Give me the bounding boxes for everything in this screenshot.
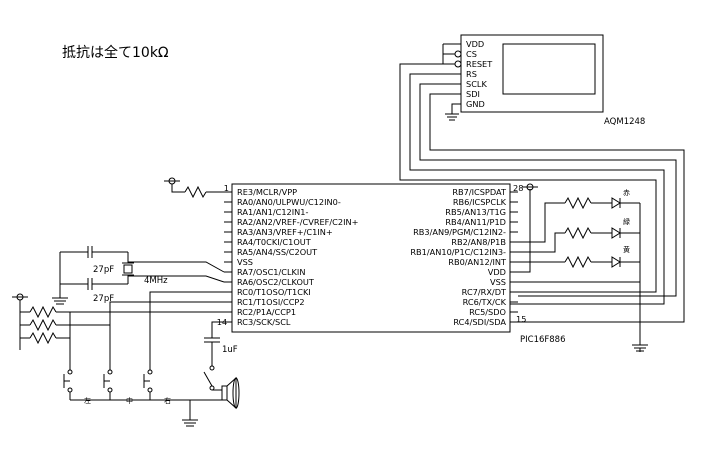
pin-label-left: RA0/AN0/ULPWU/C12IN0- (237, 197, 341, 207)
pin-label-left: RC2/P1A/CCP1 (237, 307, 296, 317)
pin-label-left: RA5/AN4/SS/C2OUT (237, 247, 318, 257)
resistor-note: 抵抗は全て10kΩ (62, 44, 169, 61)
led-resistor (564, 226, 592, 240)
button-resistor (29, 331, 57, 345)
pin-label-left: RA7/OSC1/CLKIN (237, 267, 305, 277)
pin1-number: 1 (224, 183, 229, 193)
speaker-body (221, 385, 228, 401)
oscillator: 27pF 27pF 4MHz (52, 246, 225, 305)
reset-bubble (454, 60, 462, 68)
led-diode (611, 197, 621, 209)
pic-left-labels: RE3/MCLR/VPP RA0/AN0/ULPWU/C12IN0- RA1/A… (237, 187, 358, 327)
lcd-pin-label: CS (466, 49, 477, 59)
cap-reset-label: 1uF (222, 345, 238, 355)
lcd-name: AQM1248 (604, 117, 645, 127)
pin-label-left: RE3/MCLR/VPP (237, 187, 297, 197)
led-resistor (564, 196, 592, 210)
pin-label-right: VDD (488, 267, 506, 277)
pin-label-right: RB1/AN10/P1C/C12IN3- (410, 247, 506, 257)
pic-right-labels: RB7/ICSPDAT RB6/ICSPCLK RB5/AN13/T1G RB4… (410, 187, 507, 327)
pic-name: PIC16F886 (520, 335, 566, 345)
pin-label-left: RC1/T1OSI/CCP2 (237, 297, 305, 307)
lcd-pin-label: GND (466, 99, 485, 109)
led-diode (611, 256, 621, 268)
pic-right-stubs (510, 191, 518, 323)
pin-label-right: RC5/SDO (469, 307, 506, 317)
lcd-pin-label: RS (466, 69, 477, 79)
led-resistor (564, 255, 592, 269)
pin-label-left: RA1/AN1/C12IN1- (237, 207, 309, 217)
pin-label-right: VSS (490, 277, 506, 287)
cs-bubble (454, 50, 462, 58)
lcd-module: VDD CS RESET RS SCLK SDI GND AQM1248 (454, 34, 645, 127)
crystal (123, 264, 133, 274)
pin-label-right: RB4/AN11/P1D (445, 217, 506, 227)
pin-label-left: RA2/AN2/VREF-/CVREF/C2IN+ (237, 217, 358, 227)
button-resistor (29, 318, 57, 332)
pin28-number: 28 (513, 183, 523, 193)
pin-label-left: VSS (237, 257, 253, 267)
pin-label-right: RB3/AN9/PGM/C12IN2- (413, 227, 506, 237)
vdd-right (518, 183, 640, 283)
cap-bottom-label: 27pF (93, 294, 114, 304)
lcd-pin-label: SDI (466, 89, 480, 99)
lcd-pin-label: VDD (466, 39, 484, 49)
pin-label-left: RA3/AN3/VREF+/C1IN+ (237, 227, 333, 237)
pin-label-left: RA6/OSC2/CLKOUT (237, 277, 315, 287)
led-label: 赤 (623, 189, 630, 197)
pin-label-right: RC7/RX/DT (462, 287, 507, 297)
pin-label-left: RC3/SCK/SCL (237, 317, 291, 327)
pin-label-left: RC0/T1OSO/T1CKI (237, 287, 311, 297)
cap-top-label: 27pF (93, 265, 114, 275)
led-label: 黄 (623, 245, 630, 254)
pin-label-right: RB0/AN12/INT (448, 257, 507, 267)
pin-label-left: RA4/T0CKI/C1OUT (237, 237, 312, 247)
pin-label-right: RB2/AN8/P1B (451, 237, 506, 247)
pin-label-right: RB6/ICSPCLK (453, 197, 507, 207)
button-resistor (29, 305, 57, 319)
pic-left-stubs (224, 191, 232, 323)
pin-label-right: RC6/TX/CK (463, 297, 507, 307)
led-section: 赤 緑 黄 (518, 189, 648, 352)
led-diode (611, 227, 621, 239)
mclr-pullup (164, 177, 224, 199)
speaker-cone (226, 376, 237, 410)
pic-body (231, 183, 511, 333)
speaker-section: 1uF (203, 321, 240, 410)
pin-label-right: RB7/ICSPDAT (452, 187, 507, 197)
pin15-number: 15 (516, 314, 526, 324)
crystal-label: 4MHz (144, 276, 168, 286)
pin-label-right: RC4/SDI/SDA (453, 317, 506, 327)
pin-label-right: RB5/AN13/T1G (445, 207, 506, 217)
led-label: 緑 (623, 217, 630, 226)
lcd-pin-label: SCLK (466, 79, 487, 89)
lcd-pin-label: RESET (466, 59, 493, 69)
lcd-screen (502, 43, 596, 95)
button-section: 左 中 右 (12, 291, 224, 427)
mclr-resistor (184, 185, 207, 199)
lcd-wiring (399, 43, 685, 323)
